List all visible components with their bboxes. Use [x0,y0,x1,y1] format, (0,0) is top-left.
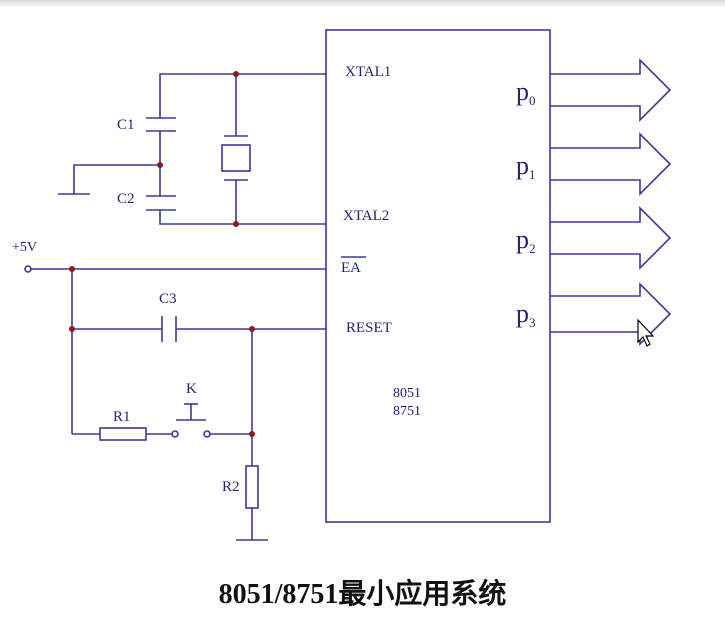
k-label: K [186,381,197,397]
chip-body [325,29,551,523]
pin-xtal1-label: XTAL1 [345,64,391,80]
switch-contact-right [203,430,211,438]
pin-reset-label: RESET [346,320,392,336]
junction-dot [233,221,239,227]
crystal-body [221,144,251,172]
xtal2-wire [159,210,326,225]
c1-label: C1 [117,117,135,133]
r1-resistor [99,427,147,441]
vcc-terminal [24,265,32,273]
chip-model-line1: 8051 [393,386,421,401]
pin-xtal2-label: XTAL2 [343,208,389,224]
c2-label: C2 [117,191,135,207]
diagram-caption: 8051/8751最小应用系统 [218,579,507,610]
vcc-label: +5V [12,240,37,255]
chip-model-line2: 8751 [393,404,421,419]
mouse-cursor-icon [637,318,655,347]
port-p1-arrow [550,132,672,196]
port-p2-label: p2 [516,225,536,256]
junction-dot [249,431,255,437]
port-p0-label: p0 [516,77,536,108]
r2-resistor [245,465,259,509]
junction-dot [69,266,75,272]
switch-contact-left [171,430,179,438]
r2-label: R2 [222,479,240,495]
junction-dot [69,326,75,332]
junction-dot [249,326,255,332]
port-p0-arrow [550,58,672,122]
r1-label: R1 [113,409,131,425]
port-p3-label: p3 [516,299,536,330]
window-top-edge [0,0,725,8]
c3-label: C3 [159,291,177,307]
junction-dot [233,71,239,77]
ground-wire-left [73,164,160,194]
pin-ea-label: EA [341,260,361,276]
port-p2-arrow [550,206,672,270]
port-p1-label: p1 [516,151,536,182]
xtal1-wire [159,73,326,118]
junction-dot [157,162,163,168]
